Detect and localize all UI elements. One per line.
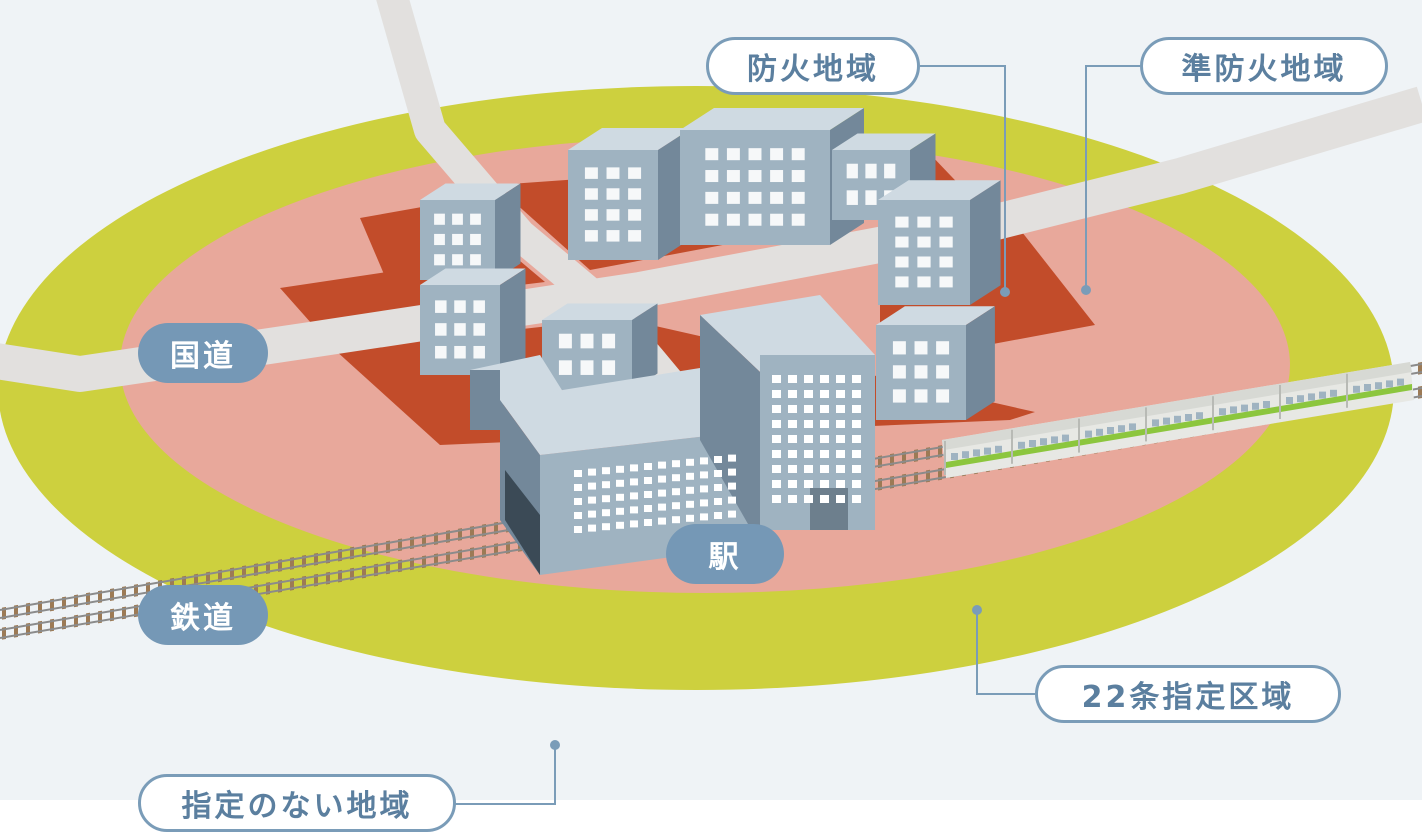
article22-zone-label: 22条指定区域 — [1035, 665, 1341, 723]
quasi-fire-zone-label: 準防火地域 — [1140, 37, 1388, 95]
building-4 — [832, 133, 936, 220]
national-road — [0, 86, 1422, 392]
side-road — [376, 0, 713, 431]
building-2 — [568, 128, 692, 260]
fire-zone-label: 防火地域 — [706, 37, 920, 95]
undesignated-zone-label: 指定のない地域 — [138, 774, 456, 832]
national-road-label: 国道 — [138, 323, 268, 383]
fire-zone-leader — [920, 65, 1006, 292]
train — [942, 362, 1414, 478]
building-5 — [878, 180, 1001, 305]
building-1 — [420, 183, 521, 280]
station-label: 駅 — [666, 524, 784, 584]
building-8 — [876, 306, 995, 420]
quasi-fire-zone-leader — [1085, 65, 1140, 290]
article22-zone-leader — [976, 610, 1035, 695]
building-7 — [542, 303, 658, 390]
building-6 — [420, 268, 526, 375]
station-building — [470, 295, 875, 575]
undesignated-zone-leader — [455, 745, 556, 805]
railway-label: 鉄道 — [138, 585, 268, 645]
